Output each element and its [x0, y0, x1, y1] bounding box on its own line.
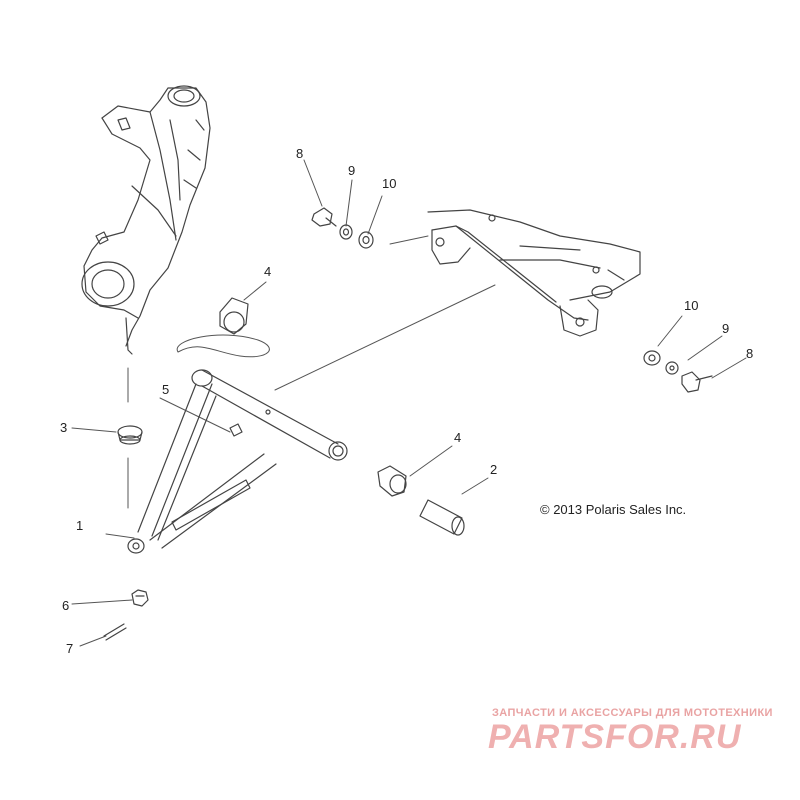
callout-8-left: 8 [296, 146, 304, 161]
callout-9-left: 9 [348, 163, 356, 178]
callout-8-right: 8 [746, 346, 754, 361]
hardware-left [311, 207, 374, 249]
leader-lines [71, 159, 747, 647]
a-arm [127, 369, 348, 554]
callout-4-lower: 4 [454, 430, 462, 445]
frame-crossmember [427, 209, 641, 337]
callout-6: 6 [62, 598, 70, 613]
callout-1: 1 [76, 518, 84, 533]
callout-2: 2 [490, 462, 498, 477]
copyright-notice: © 2013 Polaris Sales Inc. [540, 502, 687, 517]
callout-10-right: 10 [684, 298, 699, 313]
callout-3: 3 [60, 420, 68, 435]
callout-4-upper: 4 [264, 264, 272, 279]
steering-knuckle [81, 85, 211, 355]
callout-5: 5 [162, 382, 170, 397]
bushing-upper [219, 297, 249, 335]
hardware-right [643, 350, 713, 393]
watermark-logo: PARTSFOR.RU [488, 718, 742, 756]
callout-9-right: 9 [722, 321, 730, 336]
castle-nut [131, 589, 149, 607]
callout-7: 7 [66, 641, 74, 656]
callout-10-left: 10 [382, 176, 397, 191]
watermark-tagline: ЗАПЧАСТИ И АКСЕССУАРЫ ДЛЯ МОТОТЕХНИКИ [492, 707, 773, 719]
cotter-pin [103, 623, 127, 641]
ball-joint [117, 425, 143, 445]
sleeve [419, 499, 465, 536]
grease-fitting [229, 423, 243, 437]
bushing-lower [377, 465, 407, 497]
